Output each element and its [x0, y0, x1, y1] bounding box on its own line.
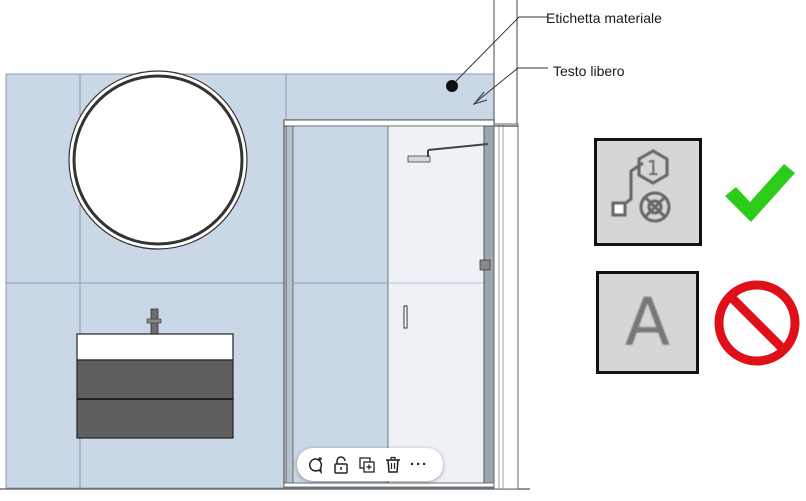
material-tag-marker: [446, 16, 530, 92]
unlock-icon[interactable]: [331, 455, 351, 475]
copy-icon[interactable]: [357, 455, 377, 475]
text-tool-box: A: [596, 271, 699, 374]
comment-add-icon[interactable]: [305, 455, 325, 475]
more-icon[interactable]: ···: [410, 456, 428, 473]
wall-profile: [493, 123, 519, 490]
elevation-drawing[interactable]: [0, 0, 530, 496]
round-mirror: [68, 70, 248, 250]
ceiling-area: [0, 0, 530, 74]
material-tag-tool-box: 1: [594, 138, 702, 246]
shower-enclosure: [283, 119, 495, 488]
prohibited-icon: [714, 280, 800, 366]
svg-text:1: 1: [647, 156, 660, 180]
material-tag-icon: 1: [611, 149, 671, 223]
bathroom-elevation-svg: [0, 0, 530, 490]
free-text-leader: [472, 67, 530, 105]
leader-extensions: [530, 16, 548, 69]
material-tag-label: Etichetta materiale: [546, 10, 662, 26]
trash-icon[interactable]: [383, 455, 403, 475]
free-text-label: Testo libero: [553, 63, 625, 79]
vanity-unit: [76, 333, 234, 439]
floating-toolbar: ···: [297, 448, 443, 481]
text-tool-icon: A: [624, 283, 671, 361]
check-mark-icon: [725, 164, 795, 222]
